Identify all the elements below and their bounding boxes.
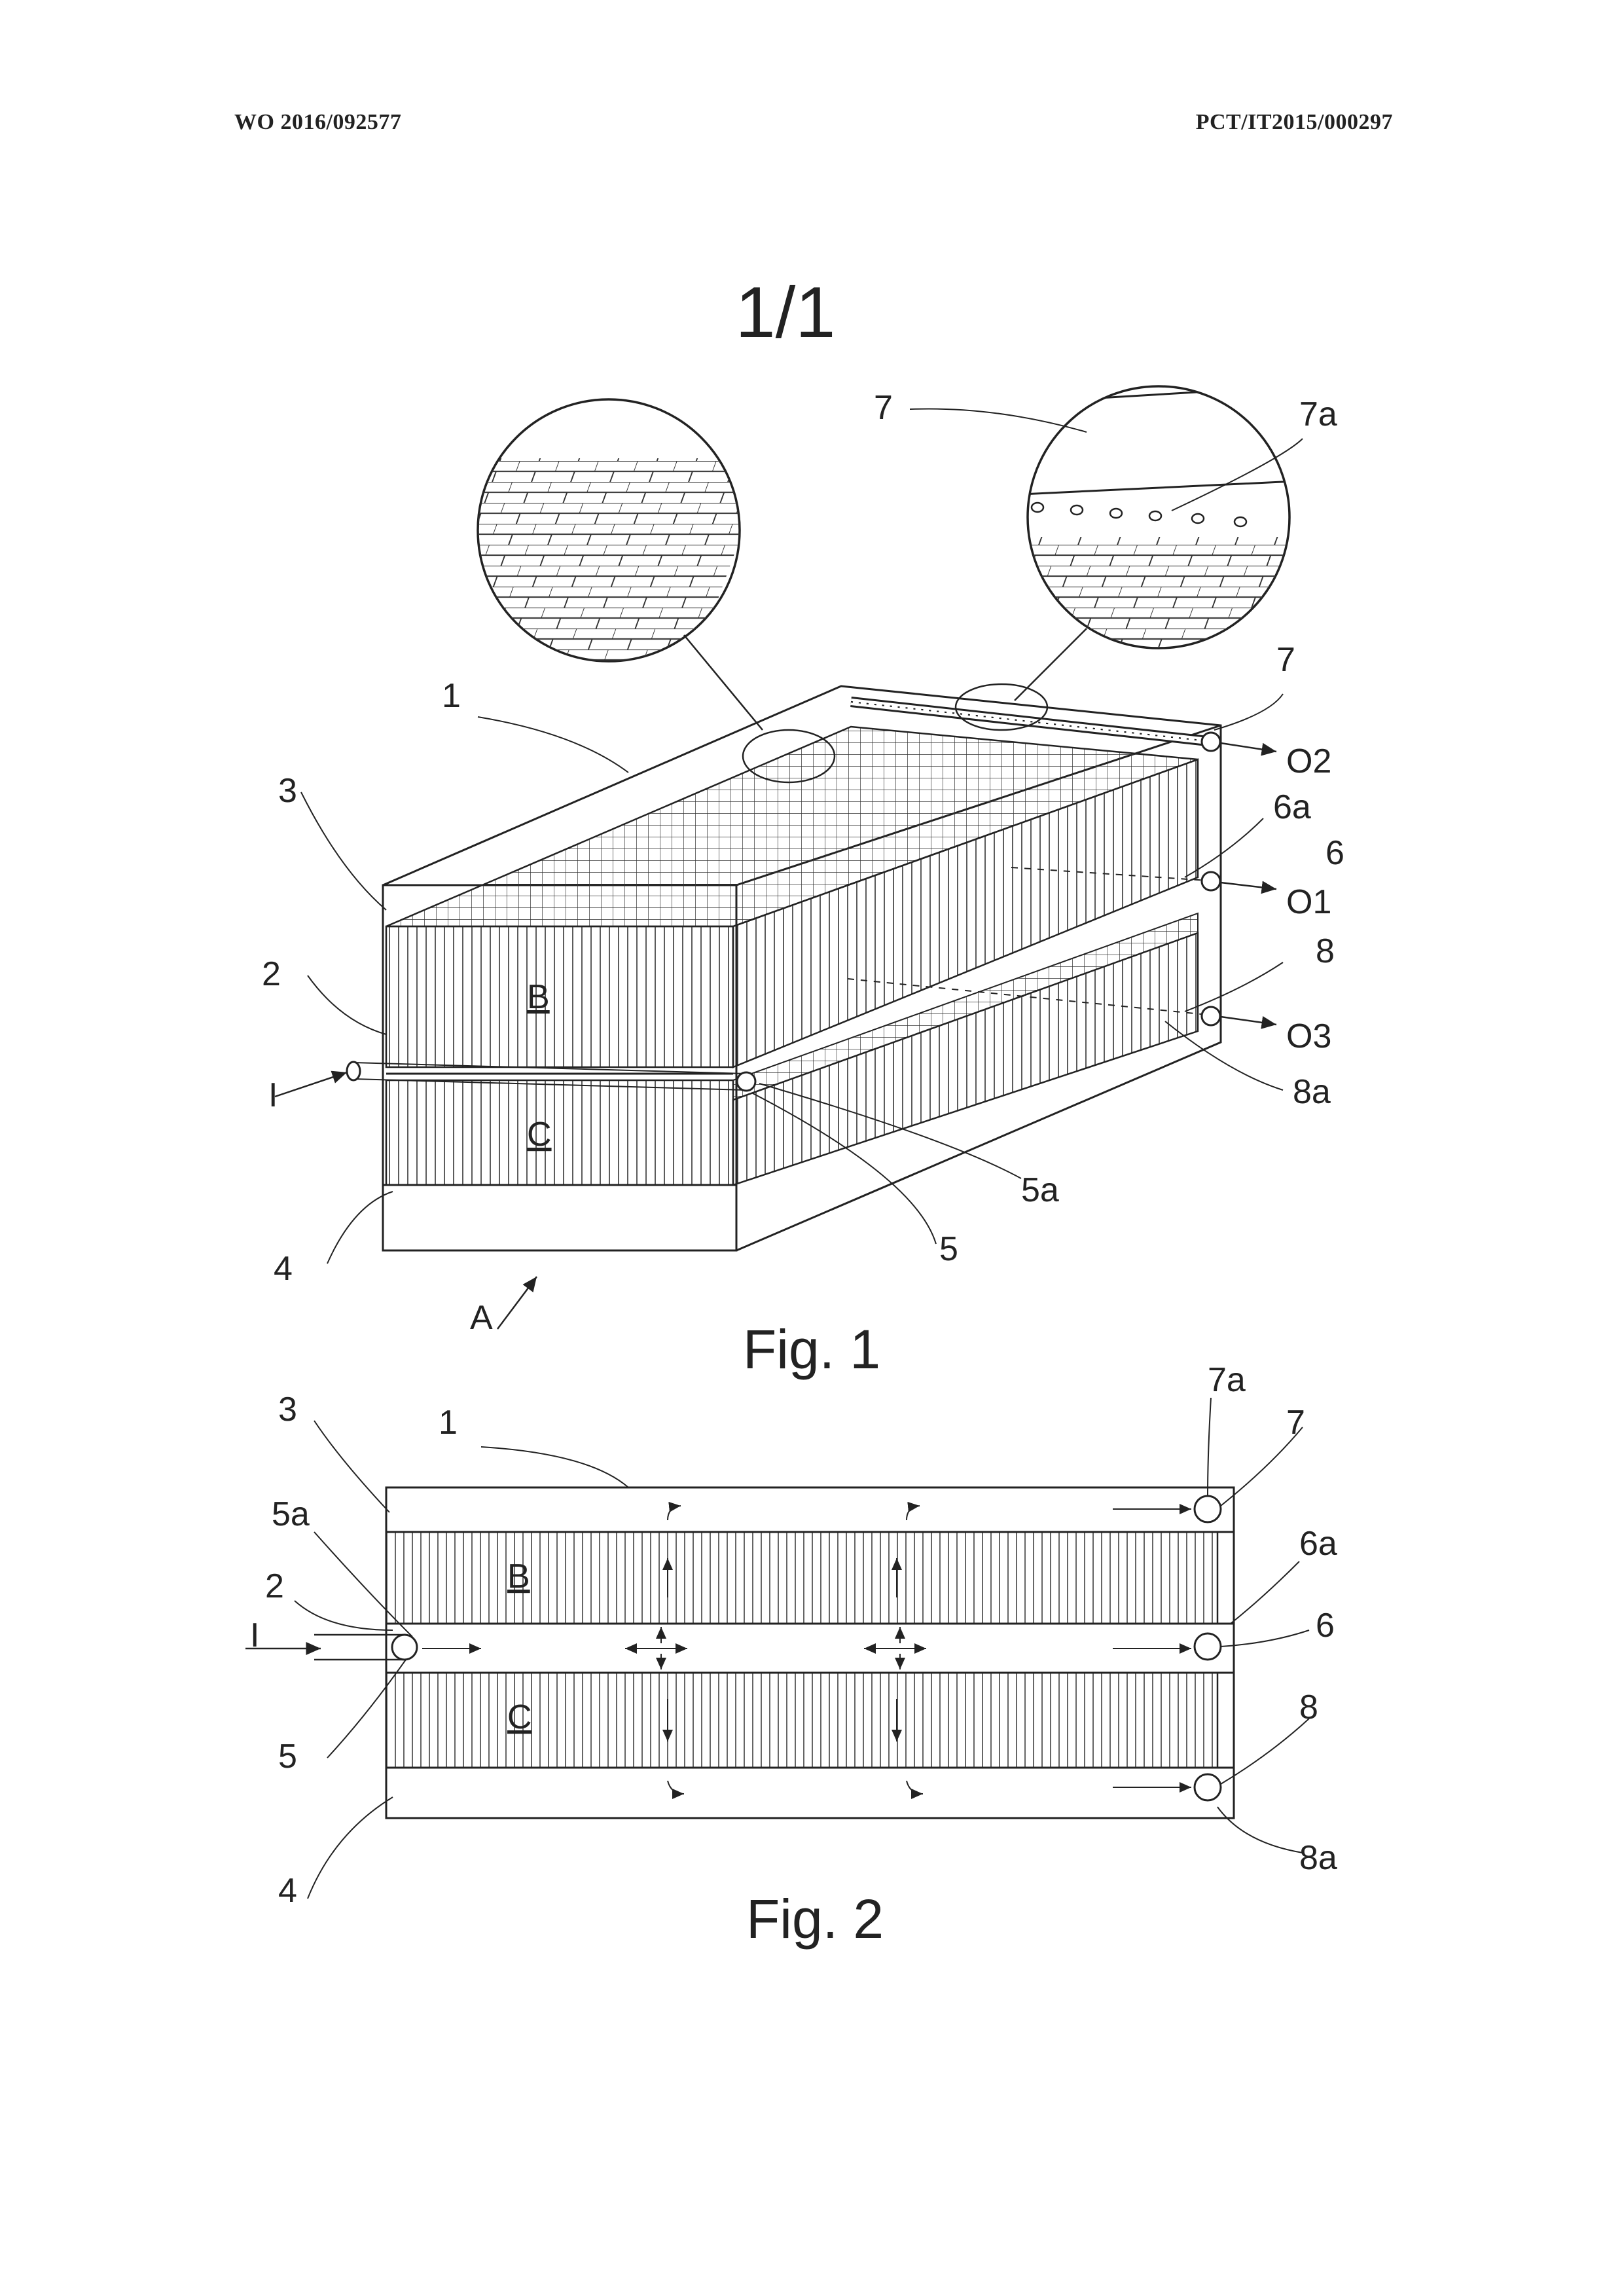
sheet-number: 1/1 [736, 272, 836, 353]
fig1-label-3: 3 [278, 772, 297, 810]
fig1-label-5a: 5a [1021, 1171, 1059, 1209]
fig1-label-4: 4 [274, 1250, 293, 1288]
fig2-label-6: 6 [1316, 1607, 1335, 1645]
fig2-label-2: 2 [265, 1567, 284, 1605]
fig2-label-4: 4 [278, 1872, 297, 1910]
fig1-label-O1: O1 [1286, 883, 1331, 921]
publication-number: WO 2016/092577 [234, 110, 402, 134]
fig1-label-B: B [527, 978, 550, 1016]
fig2-label-I: I [250, 1616, 259, 1654]
fig2-label-5a: 5a [272, 1495, 310, 1533]
fig1-label-5: 5 [939, 1230, 958, 1268]
fig1-label-8a: 8a [1293, 1073, 1331, 1111]
application-number: PCT/IT2015/000297 [1195, 110, 1393, 134]
fig1-label-C: C [527, 1116, 552, 1154]
fig2-label-7: 7 [1286, 1404, 1305, 1442]
fig1-label-O3: O3 [1286, 1017, 1331, 1055]
fig1-caption: Fig. 1 [743, 1319, 880, 1380]
fig1-label-A: A [470, 1299, 493, 1337]
fig1-label-6: 6 [1325, 834, 1344, 872]
fig2-label-7a: 7a [1208, 1361, 1246, 1399]
fig1-label-6a: 6a [1273, 788, 1311, 826]
fig2-label-5: 5 [278, 1738, 297, 1776]
fig1-label-O2: O2 [1286, 742, 1331, 780]
fig1-label-7: 7 [1276, 641, 1295, 679]
fig2-caption: Fig. 2 [746, 1888, 884, 1950]
fig1-label-I: I [268, 1076, 278, 1114]
fig1-drawing [274, 385, 1303, 1330]
fig1-labels: 7 7a 1 7 O2 3 6a 6 O1 8 O3 8a 2 I B C 5a… [262, 389, 1344, 1380]
fig2-label-3: 3 [278, 1391, 297, 1429]
fig1-label-2: 2 [262, 955, 281, 993]
fig1-label-7a: 7a [1299, 395, 1337, 433]
fig2-label-8: 8 [1299, 1688, 1318, 1726]
fig2-label-1: 1 [439, 1404, 458, 1442]
fig2-label-6a: 6a [1299, 1525, 1337, 1563]
fig1-label-7-top: 7 [874, 389, 893, 427]
fig1-label-8: 8 [1316, 932, 1335, 970]
fig1-label-1: 1 [442, 677, 461, 715]
fig2-labels: 7a 3 1 7 5a 6a B 2 6 I C 8 5 8a 4 Fig. 2 [250, 1361, 1337, 1950]
fig2-label-8a: 8a [1299, 1839, 1337, 1877]
fig2-label-C: C [507, 1698, 532, 1736]
fig2-drawing [245, 1397, 1310, 1899]
fig2-label-B: B [507, 1558, 530, 1595]
